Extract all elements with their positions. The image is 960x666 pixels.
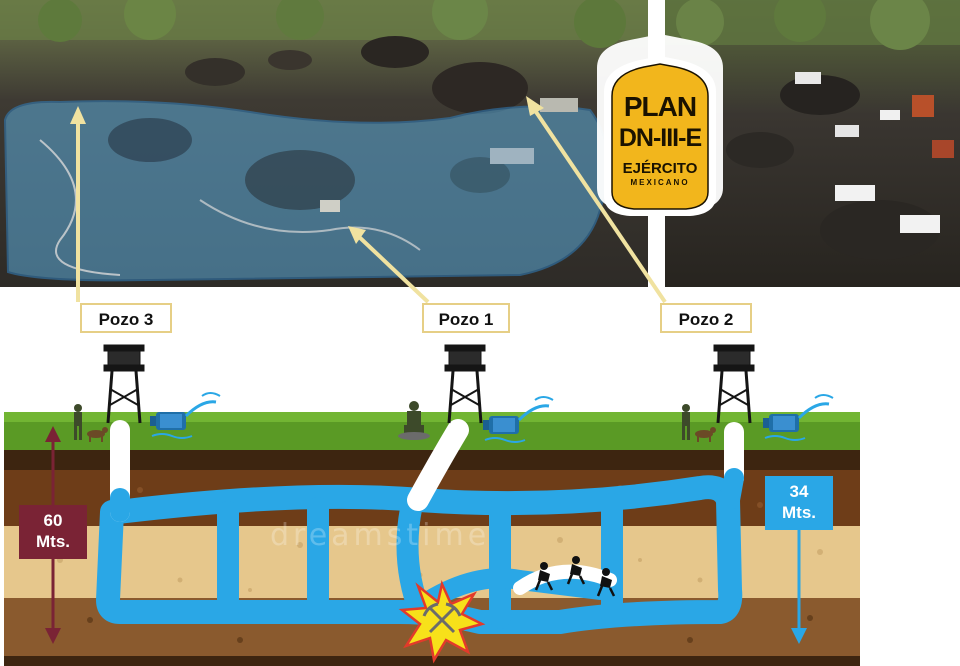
soldier-icon <box>682 404 690 440</box>
leader-arrowheads <box>70 96 544 244</box>
badge-army: EJÉRCITO <box>622 160 698 177</box>
aerial-photo-left <box>0 0 648 287</box>
depth-value-34: 34 <box>789 482 809 501</box>
water-pump-icon <box>483 396 554 443</box>
soldier-icon <box>398 401 430 440</box>
leader-lines <box>76 104 667 304</box>
dog-icon <box>695 427 716 442</box>
depth-value-60: 60 <box>43 511 63 530</box>
pickaxe-icon <box>422 602 462 634</box>
badge-country: MEXICANO <box>630 178 690 187</box>
depth-label-34: 34 Mts. <box>765 476 833 530</box>
soldier-icon <box>74 404 82 440</box>
depth-arrow-right <box>791 530 807 644</box>
flooded-tunnels <box>96 419 744 634</box>
dog-icon <box>87 427 108 442</box>
watermark: dreamstime <box>270 518 491 553</box>
water-pump-icon <box>763 394 834 441</box>
collapse-explosion-icon <box>398 580 486 664</box>
trapped-miners <box>534 556 616 597</box>
label-pozo-1: Pozo 1 <box>422 303 510 333</box>
watchtower-icon <box>713 344 755 424</box>
depth-unit-left: Mts. <box>36 532 70 551</box>
watchtower-icon <box>444 344 486 424</box>
badge-title: PLAN <box>623 91 697 122</box>
watchtower-icon <box>103 344 145 424</box>
depth-label-60: 60 Mts. <box>19 505 87 559</box>
miner-icon <box>566 556 586 585</box>
badge-subtitle: DN-III-E <box>618 124 702 152</box>
label-pozo-3: Pozo 3 <box>80 303 172 333</box>
label-pozo-2: Pozo 2 <box>660 303 752 333</box>
miner-icon <box>534 562 554 591</box>
plan-dn3e-badge <box>597 34 723 216</box>
miner-icon <box>596 568 616 597</box>
depth-unit-right: Mts. <box>782 503 816 522</box>
water-pump-icon <box>150 392 221 439</box>
